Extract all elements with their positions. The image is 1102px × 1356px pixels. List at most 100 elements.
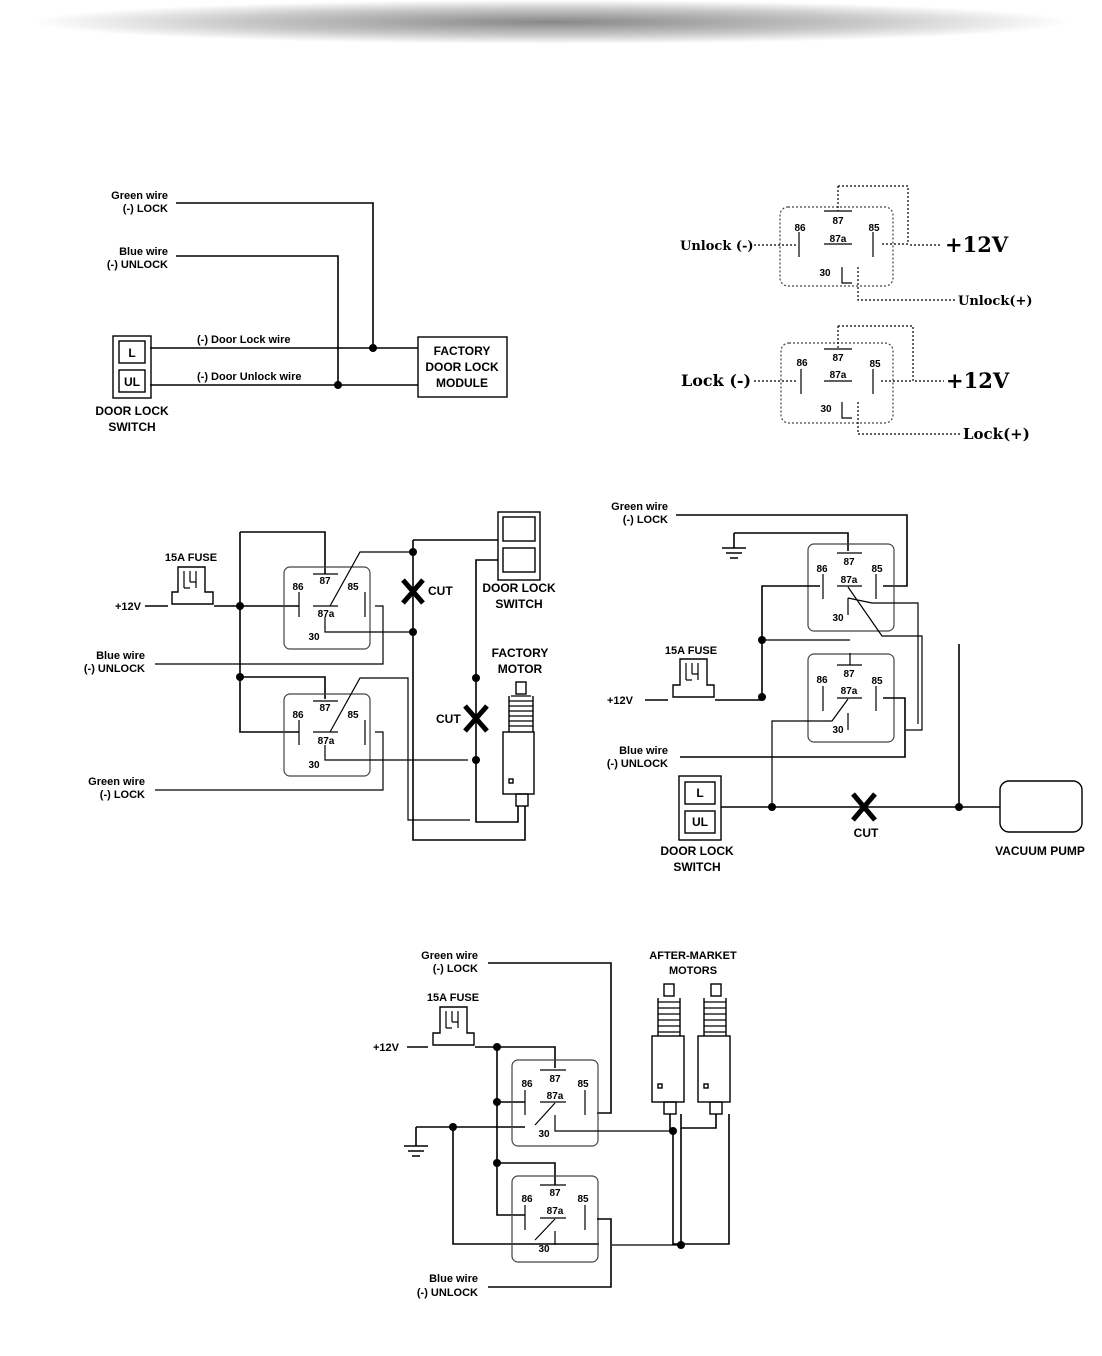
switch-ul: UL [692, 815, 708, 829]
pin-87a: 87a [830, 370, 847, 381]
pin-86: 86 [292, 710, 304, 721]
pin-30: 30 [832, 725, 844, 736]
pin-30: 30 [819, 268, 831, 279]
door-lock-switch [497, 511, 541, 581]
lock-input-label: Lock (-) [681, 371, 751, 390]
pin-85: 85 [871, 564, 883, 575]
diagram-vacuum-pump: Green wire (-) LOCK 86 87 87a 85 30 86 8… [607, 501, 1085, 874]
pin-85: 85 [347, 582, 359, 593]
pin-87a: 87a [830, 234, 847, 245]
switch-l: L [696, 786, 703, 800]
pin-87a: 87a [841, 686, 858, 697]
relay-unlock-diagram: 86 87 87a 85 30 Unlock (-) +12V Unlock(+… [680, 185, 1033, 309]
blue-wire-label: Blue wire [96, 650, 145, 662]
lock-label: (-) LOCK [100, 789, 145, 801]
lock-label: (-) LOCK [123, 203, 168, 215]
factory-door-lock-module [417, 336, 508, 398]
factory-motor-icon [502, 681, 535, 807]
module-label: DOOR LOCK [425, 360, 499, 374]
pin-86: 86 [521, 1194, 533, 1205]
motor-caption: FACTORY [492, 646, 549, 660]
cut-label: CUT [428, 584, 453, 598]
fuse-label: 15A FUSE [165, 552, 217, 564]
green-wire-label: Green wire [111, 190, 168, 202]
pin-85: 85 [871, 676, 883, 687]
pin-87: 87 [549, 1188, 561, 1199]
pin-87a: 87a [318, 736, 335, 747]
supply-label: +12V [945, 232, 1009, 257]
pin-86: 86 [816, 675, 828, 686]
pin-87a: 87a [547, 1206, 564, 1217]
door-unlock-wire-label: (-) Door Unlock wire [197, 371, 302, 383]
unlock-label: (-) UNLOCK [84, 663, 145, 675]
cut-label: CUT [854, 826, 879, 840]
ground-icon [722, 533, 746, 559]
lock-output-label: Lock(+) [963, 425, 1030, 443]
blue-wire-label: Blue wire [119, 246, 168, 258]
motors-caption: MOTORS [669, 965, 717, 977]
relay [780, 342, 894, 424]
unlock-label: (-) UNLOCK [417, 1287, 478, 1299]
plus12-label: +12V [115, 601, 142, 613]
motors-caption: AFTER-MARKET [649, 950, 737, 962]
fuse-icon [432, 1006, 475, 1046]
pin-85: 85 [869, 359, 881, 370]
door-lock-switch [112, 335, 152, 399]
green-wire-label: Green wire [421, 950, 478, 962]
pin-86: 86 [794, 223, 806, 234]
green-wire-label: Green wire [611, 501, 668, 513]
ground-icon [404, 1127, 428, 1157]
vacuum-pump [999, 780, 1083, 833]
plus12-label: +12V [607, 695, 634, 707]
fuse-icon [672, 658, 715, 698]
supply-label: +12V [946, 368, 1010, 393]
cut-mark: CUT [851, 792, 879, 840]
switch-caption: DOOR LOCK [660, 844, 734, 858]
relay-upper [807, 543, 895, 632]
pin-87: 87 [832, 353, 844, 364]
pin-87a: 87a [547, 1091, 564, 1102]
fuse-icon [171, 566, 214, 605]
plus12-label: +12V [373, 1042, 400, 1054]
lock-label: (-) LOCK [433, 963, 478, 975]
motor-caption: MOTOR [498, 662, 543, 676]
pin-87a: 87a [318, 609, 335, 620]
pin-85: 85 [347, 710, 359, 721]
switch-l: L [128, 346, 135, 360]
diagram-factory-motor: 15A FUSE +12V 86 87 87a 85 30 86 87 87a … [84, 511, 556, 841]
module-label: MODULE [436, 376, 488, 390]
pin-30: 30 [308, 760, 320, 771]
pin-30: 30 [538, 1244, 550, 1255]
pin-30: 30 [308, 632, 320, 643]
door-lock-wire-label: (-) Door Lock wire [197, 334, 291, 346]
pin-85: 85 [868, 223, 880, 234]
pin-85: 85 [577, 1194, 589, 1205]
pin-86: 86 [796, 358, 808, 369]
relay-lock-diagram: 86 87 87a 85 30 Lock (-) +12V Lock(+) [681, 325, 1030, 443]
cut-mark-upper: CUT [401, 578, 453, 605]
switch-caption: SWITCH [673, 860, 720, 874]
unlock-label: (-) UNLOCK [107, 259, 168, 271]
junction [369, 344, 377, 352]
aftermarket-motor-icon [697, 983, 731, 1115]
pin-85: 85 [577, 1079, 589, 1090]
door-lock-switch [678, 775, 722, 841]
pin-30: 30 [538, 1129, 550, 1140]
pin-86: 86 [521, 1079, 533, 1090]
green-wire-label: Green wire [88, 776, 145, 788]
pin-87a: 87a [841, 575, 858, 586]
blue-wire-label: Blue wire [429, 1273, 478, 1285]
lock-label: (-) LOCK [623, 514, 668, 526]
unlock-output-label: Unlock(+) [958, 294, 1033, 309]
relay-lower [283, 693, 371, 777]
header-shade [31, 0, 1071, 44]
pin-87: 87 [843, 669, 855, 680]
switch-caption: DOOR LOCK [482, 581, 556, 595]
pin-87: 87 [832, 216, 844, 227]
switch-caption: SWITCH [495, 597, 542, 611]
pump-label: VACUUM PUMP [995, 844, 1085, 858]
cut-mark-lower: CUT [436, 704, 489, 733]
unlock-label: (-) UNLOCK [607, 758, 668, 770]
switch-ul: UL [124, 375, 140, 389]
